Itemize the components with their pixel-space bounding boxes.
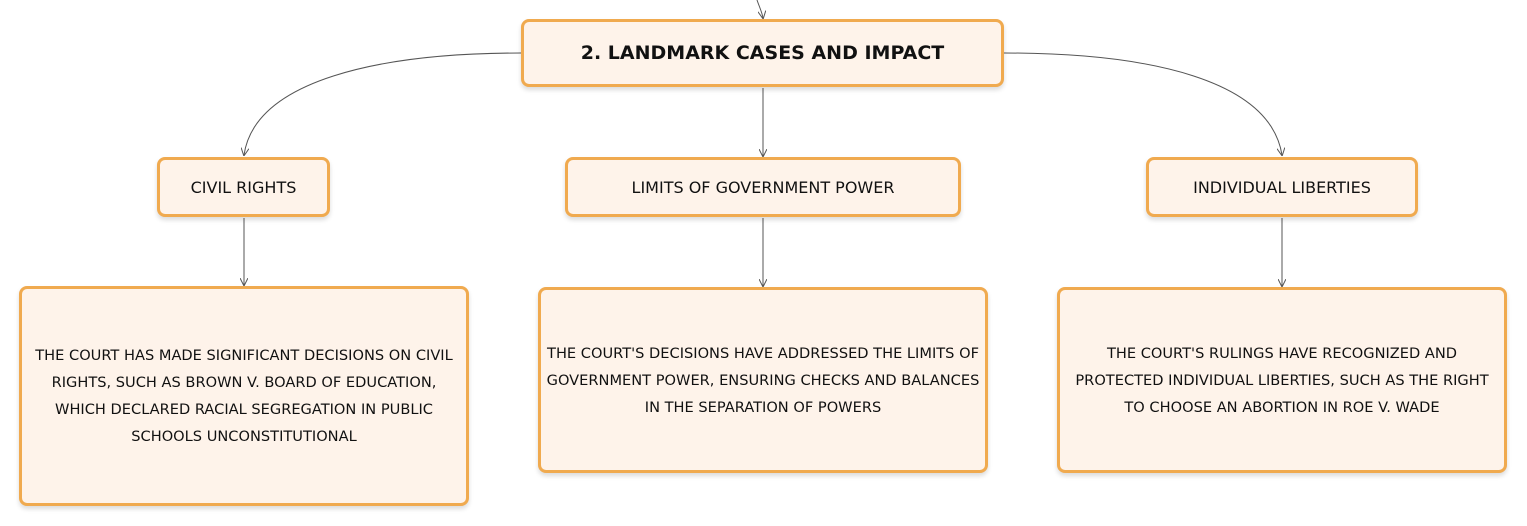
detail-node-text: THE COURT'S DECISIONS HAVE ADDRESSED THE…: [546, 344, 980, 416]
connector-parent-to-root: [756, 0, 763, 18]
branch-node-civil-rights[interactable]: CIVIL RIGHTS: [157, 157, 330, 217]
connector-root-to-civil-rights: [244, 52, 522, 155]
connector-root-to-liberties: [1003, 52, 1282, 155]
detail-node-individual-liberties[interactable]: THE COURT'S RULINGS HAVE RECOGNIZED AND …: [1057, 287, 1507, 473]
root-node-label: 2. LANDMARK CASES AND IMPACT: [580, 42, 945, 64]
branch-node-limits-of-government-power[interactable]: LIMITS OF GOVERNMENT POWER: [565, 157, 961, 217]
detail-node-text: THE COURT HAS MADE SIGNIFICANT DECISIONS…: [35, 347, 453, 445]
detail-node-civil-rights[interactable]: THE COURT HAS MADE SIGNIFICANT DECISIONS…: [19, 286, 469, 506]
detail-node-text: THE COURT'S RULINGS HAVE RECOGNIZED AND …: [1075, 344, 1489, 416]
branch-node-individual-liberties[interactable]: INDIVIDUAL LIBERTIES: [1146, 157, 1418, 217]
branch-node-label: CIVIL RIGHTS: [190, 177, 297, 197]
branch-node-label: LIMITS OF GOVERNMENT POWER: [631, 177, 895, 197]
detail-node-limits-of-government-power[interactable]: THE COURT'S DECISIONS HAVE ADDRESSED THE…: [538, 287, 988, 473]
branch-node-label: INDIVIDUAL LIBERTIES: [1193, 177, 1371, 197]
root-node[interactable]: 2. LANDMARK CASES AND IMPACT: [521, 19, 1004, 87]
